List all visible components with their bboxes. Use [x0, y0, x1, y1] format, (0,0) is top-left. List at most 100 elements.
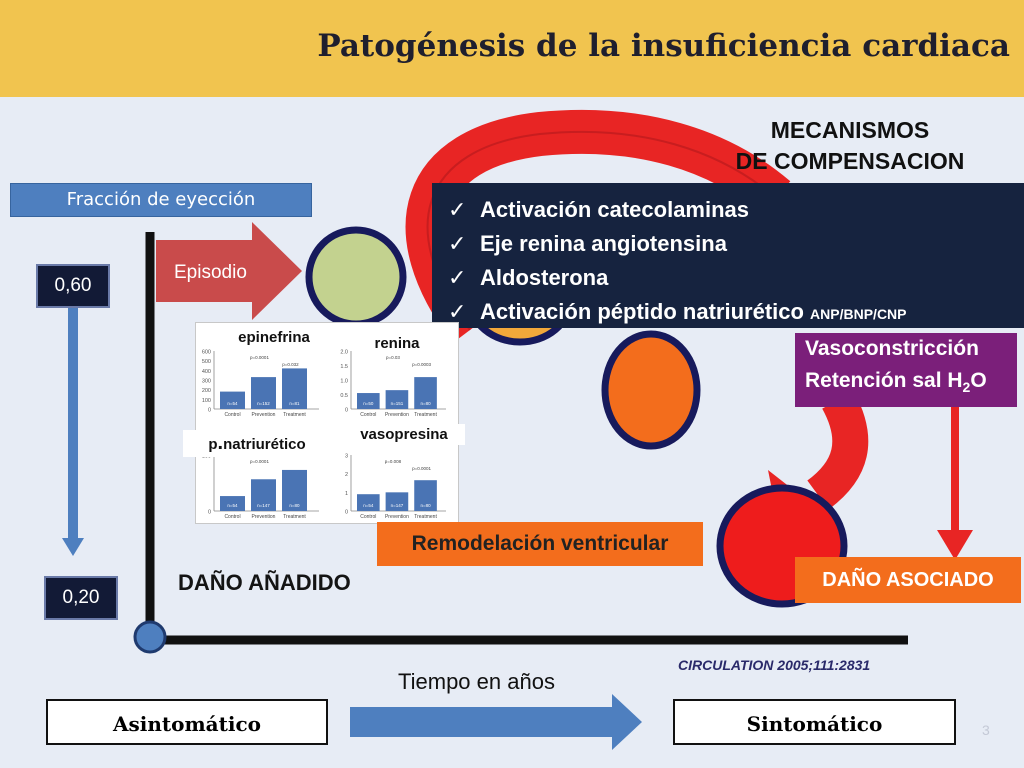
mini-chart-category-label: Prevention	[252, 514, 276, 520]
mini-chart-category-label: Prevention	[385, 514, 409, 520]
mini-chart-bar	[414, 377, 437, 409]
mini-chart-bar	[357, 393, 380, 409]
compensation-item: ✓Aldosterona	[448, 261, 1024, 295]
check-icon: ✓	[448, 231, 467, 256]
asymptomatic-stage: Asintomático	[46, 699, 328, 745]
mini-chart-n-label: n=151	[391, 401, 404, 406]
mini-chart-bar	[414, 480, 437, 511]
vasoconstriction-text: Vasoconstricción	[805, 337, 979, 360]
citation: CIRCULATION 2005;111:2831	[678, 657, 871, 673]
mini-chart-category-label: Treatment	[283, 514, 306, 520]
mini-chart-category-label: Treatment	[414, 412, 437, 418]
mini-chart-tick-label: 1.0	[340, 379, 348, 385]
mini-chart-bar	[251, 377, 276, 409]
mini-chart-tick-label: 2	[345, 472, 348, 478]
mini-chart-p-value: p=0.03	[386, 355, 400, 360]
vasoconstriction-box: Vasoconstricción Retención sal H2O	[795, 333, 1017, 407]
mini-chart-p-value: p=0.0001	[250, 459, 269, 464]
chart-label-renina: renina	[360, 333, 434, 354]
mini-chart-tick-label: 0.5	[340, 393, 348, 399]
mechanisms-heading-line2: DE COMPENSACION	[735, 148, 965, 174]
mini-chart-bar	[385, 390, 409, 409]
mini-chart-n-label: n=152	[257, 401, 270, 406]
mechanisms-heading-line1: MECANISMOS	[770, 117, 930, 143]
symptomatic-stage: Sintomático	[673, 699, 956, 745]
ejection-fraction-label: Fracción de eyección	[10, 183, 312, 217]
mini-chart-tick-label: 500	[202, 359, 211, 365]
mini-chart-category-label: Control	[224, 514, 240, 520]
mini-chart-tick-label: 0	[345, 408, 348, 414]
chart-label-vasopresina: vasopresina	[343, 424, 465, 445]
mini-chart-tick-label: 0	[345, 510, 348, 516]
mini-chart-n-label: n=50	[363, 401, 374, 406]
mini-chart-category-label: Treatment	[414, 514, 437, 520]
mini-chart-n-label: n=80	[289, 503, 300, 508]
compensation-list-box: ✓Activación catecolaminas ✓Eje renina an…	[432, 183, 1024, 328]
compensation-item: ✓Activación catecolaminas	[448, 193, 1024, 227]
page-number: 3	[982, 722, 990, 738]
mini-chart-tick-label: 2.0	[340, 350, 348, 356]
compensation-list: ✓Activación catecolaminas ✓Eje renina an…	[432, 183, 1024, 331]
episode-label: Episodio	[174, 262, 247, 283]
mini-chart-n-label: n=80	[420, 503, 431, 508]
compensation-curved-arrow-rim	[426, 130, 777, 331]
mini-chart-p-value: p=0.008	[385, 459, 402, 464]
mini-chart-tick-label: 100	[202, 398, 211, 404]
mini-chart-tick-label: 200	[202, 388, 211, 394]
mini-chart-n-label: n=54	[363, 503, 374, 508]
ventricular-remodeling-label: Remodelación ventricular	[377, 522, 703, 566]
mini-chart-category-label: Prevention	[252, 412, 276, 418]
added-damage-label: DAÑO AÑADIDO	[178, 570, 351, 595]
mini-chart-tick-label: 3	[345, 454, 348, 460]
compensation-item: ✓Eje renina angiotensina	[448, 227, 1024, 261]
chart-label-natriuretico: p.natriurético	[183, 430, 331, 457]
mini-chart-bar	[385, 492, 409, 511]
ef-decline-arrow-head	[62, 538, 84, 556]
mini-chart-tick-label: 300	[202, 379, 211, 385]
ejection-high-value: 0,60	[36, 264, 110, 308]
mini-chart-tick-label: 600	[202, 350, 211, 356]
mini-chart-n-label: n=147	[391, 503, 404, 508]
mini-chart-category-label: Control	[360, 514, 376, 520]
time-arrow	[350, 694, 642, 750]
salt-retention-text: Retención sal H2O	[805, 369, 987, 396]
chart-label-epinefrina: epinefrina	[222, 327, 326, 348]
compensation-item: ✓Activación péptido natriurético ANP/BNP…	[448, 295, 1024, 331]
natriuretic-types: ANP/BNP/CNP	[810, 306, 907, 322]
green-circle	[305, 226, 407, 328]
mini-chart-n-label: n=54	[227, 503, 238, 508]
check-icon: ✓	[448, 265, 467, 290]
mini-chart-p-value: p=0.0001	[250, 355, 269, 360]
mini-chart-tick-label: 1.5	[340, 364, 348, 370]
slide-title: Patogénesis de la insuficiencia cardiaca	[317, 28, 1010, 64]
check-icon: ✓	[448, 299, 467, 324]
mini-chart-n-label: n=54	[227, 401, 238, 406]
mini-chart-tick-label: 0	[208, 408, 211, 414]
mini-chart-p-value: p=0.0001	[412, 466, 431, 471]
mini-chart-tick-label: 1	[345, 491, 348, 497]
mini-chart-bar	[220, 496, 245, 511]
mini-chart-category-label: Prevention	[385, 412, 409, 418]
mini-chart-category-label: Control	[224, 412, 240, 418]
mini-chart-bar	[220, 391, 245, 409]
neurohormone-charts: 6005004003002001000n=54Controln=152Preve…	[202, 350, 446, 520]
origin-dot	[133, 620, 167, 654]
mini-chart-p-value: p=0.0003	[412, 362, 431, 367]
mini-chart-bar	[251, 479, 276, 511]
mini-chart-category-label: Treatment	[283, 412, 306, 418]
orange-circle	[601, 330, 701, 450]
mechanisms-heading: MECANISMOS DE COMPENSACION	[700, 115, 1000, 177]
ejection-low-value: 0,20	[44, 576, 118, 620]
feedback-curved-arrow	[806, 391, 869, 510]
associated-damage-label: DAÑO ASOCIADO	[795, 557, 1021, 603]
mini-chart-n-label: n=81	[289, 401, 300, 406]
check-icon: ✓	[448, 197, 467, 222]
sodium-arrow-head	[937, 530, 973, 560]
mini-chart-bar	[357, 494, 380, 511]
mini-chart-tick-label: 0	[208, 510, 211, 516]
episode-arrow	[156, 222, 302, 320]
mini-chart-n-label: n=147	[257, 503, 270, 508]
mini-chart-n-label: n=80	[420, 401, 431, 406]
mini-chart-bar	[282, 469, 307, 511]
